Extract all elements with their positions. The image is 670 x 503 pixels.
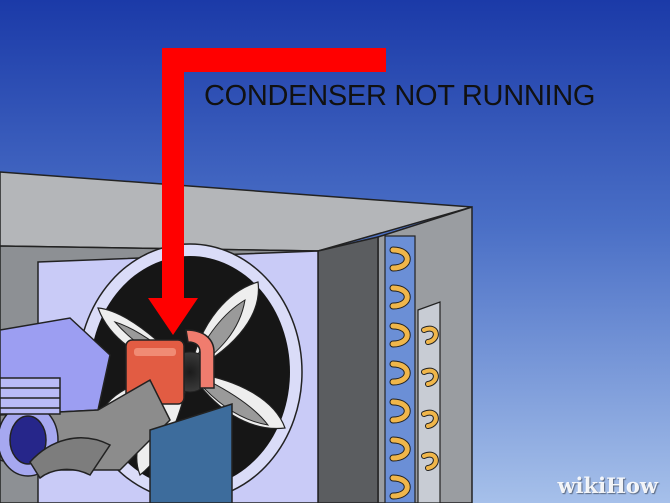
compressor-pipe — [0, 317, 171, 480]
wikihow-watermark: wikiHow — [557, 473, 658, 498]
watermark-how: How — [606, 473, 658, 498]
red-arrow-pointer — [148, 48, 386, 335]
copper-coils — [384, 235, 441, 503]
front-panel — [149, 402, 233, 503]
caption-label: CONDENSER NOT RUNNING — [204, 80, 596, 112]
watermark-wiki: wiki — [557, 473, 607, 498]
unit-inner-divider — [317, 236, 379, 503]
